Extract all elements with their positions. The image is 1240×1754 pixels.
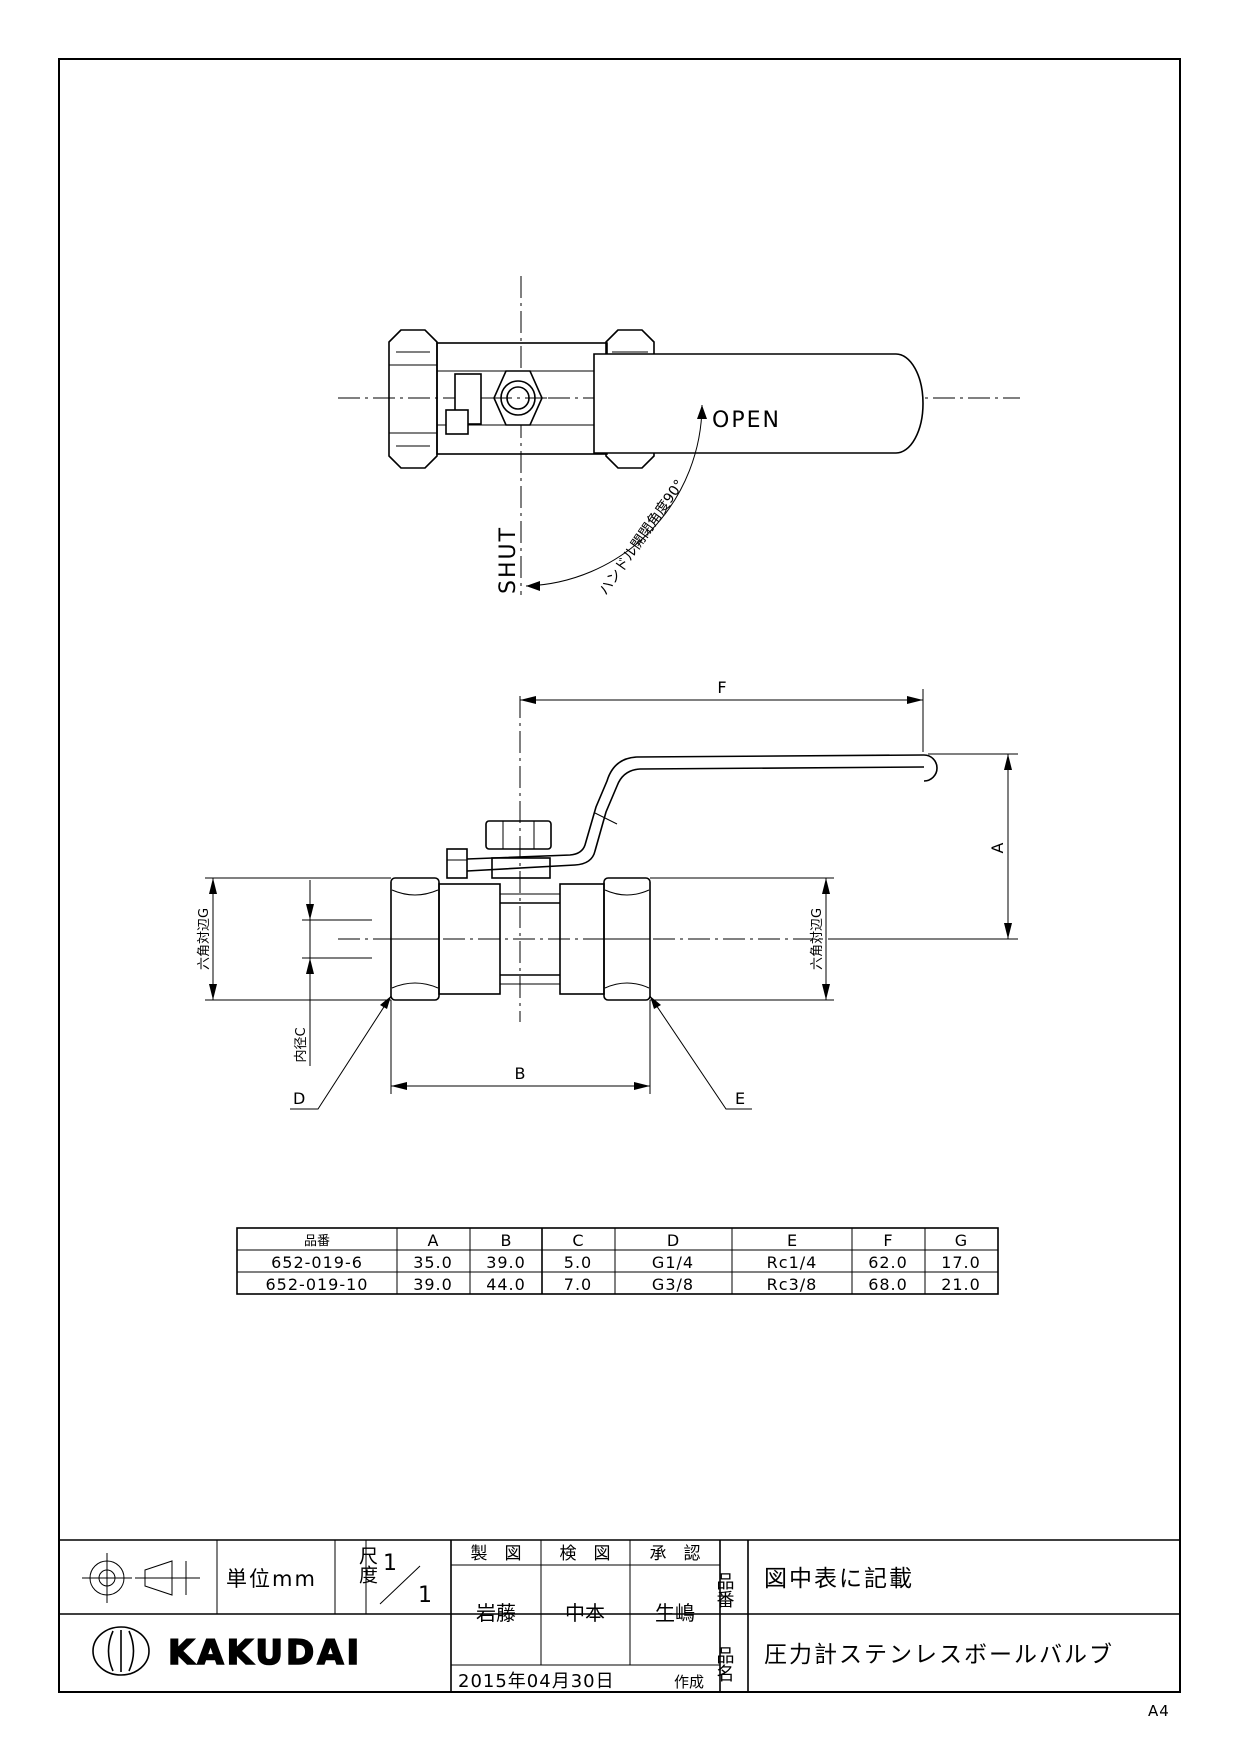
approved-by: 生嶋 [655, 1601, 695, 1625]
table-header-c: C [572, 1231, 583, 1250]
table-cell: 39.0 [486, 1253, 526, 1272]
table-cell: 5.0 [564, 1253, 592, 1272]
scale-label: 尺度 [340, 1546, 378, 1584]
table-cell: 652-019-10 [266, 1275, 369, 1294]
kakudai-logo: KAKUDAI [92, 1626, 362, 1676]
angle-label: ハンドル開閉角度90° [596, 477, 688, 598]
spec-table: 品番 A B C D E F G 652-019-6 35.0 39.0 5.0… [236, 1227, 999, 1295]
hex-g-left-label: 六角対辺G [197, 908, 212, 970]
table-cell: 652-019-6 [271, 1253, 363, 1272]
title-block: 単位mm 尺度 1 1 製 図 検 図 承 認 岩藤 中本 生嶋 2015年04… [59, 1539, 1180, 1720]
part-no: 図中表に記載 [764, 1566, 914, 1592]
table-header-a: A [428, 1231, 439, 1250]
paper-size: A4 [1148, 1702, 1170, 1720]
part-no-label: 品番 [714, 1572, 735, 1608]
table-header-e: E [787, 1231, 797, 1250]
unit-label: 単位mm [226, 1567, 317, 1591]
dim-d-label: D [293, 1089, 305, 1108]
table-cell: 68.0 [868, 1275, 908, 1294]
drawn-by: 岩藤 [476, 1601, 516, 1625]
hex-g-right-label: 六角対辺G [810, 908, 825, 970]
scale-denominator: 1 [418, 1583, 432, 1608]
part-name-label: 品名 [714, 1646, 735, 1682]
approved-label: 承 認 [650, 1544, 701, 1564]
drawing-frame [58, 58, 1181, 1693]
table-cell: G3/8 [652, 1275, 694, 1294]
table-cell: G1/4 [652, 1253, 694, 1272]
table-cell: 39.0 [413, 1275, 453, 1294]
table-cell: 44.0 [486, 1275, 526, 1294]
inner-dia-label: 内径C [293, 1027, 309, 1062]
table-cell: Rc1/4 [767, 1253, 818, 1272]
table-header-d: D [667, 1231, 679, 1250]
dim-a-label: A [988, 842, 1007, 853]
front-view: F A 六角対辺G 六角対辺G 内径C B [197, 678, 1018, 1110]
top-view: OPEN SHUT ハンドル開閉角度90° [338, 276, 1020, 598]
creation-date: 2015年04月30日 [458, 1671, 615, 1692]
table-cell: 7.0 [564, 1275, 592, 1294]
table-header-g: G [955, 1231, 967, 1250]
dim-e-label: E [735, 1089, 745, 1108]
creation-date-suffix: 作成 [674, 1673, 704, 1691]
open-label: OPEN [712, 408, 781, 433]
table-header-f: F [883, 1231, 892, 1250]
table-cell: 17.0 [941, 1253, 981, 1272]
table-cell: 35.0 [413, 1253, 453, 1272]
table-header-part: 品番 [304, 1234, 330, 1249]
checked-by: 中本 [565, 1601, 605, 1625]
shut-label: SHUT [496, 526, 521, 594]
scale-label-text: 尺度 [340, 1546, 378, 1584]
projection-symbol-icon [82, 1553, 200, 1603]
scale-numerator: 1 [383, 1551, 397, 1576]
table-cell: 62.0 [868, 1253, 908, 1272]
table-cell: Rc3/8 [767, 1275, 818, 1294]
checked-label: 検 図 [560, 1544, 611, 1564]
drawn-label: 製 図 [471, 1544, 522, 1564]
table-header-b: B [501, 1231, 512, 1250]
table-cell: 21.0 [941, 1275, 981, 1294]
dim-f-label: F [717, 678, 726, 697]
brand-wordmark: KAKUDAI [168, 1633, 362, 1673]
part-name: 圧力計ステンレスボールバルブ [764, 1642, 1114, 1668]
dim-b-label: B [515, 1064, 526, 1083]
